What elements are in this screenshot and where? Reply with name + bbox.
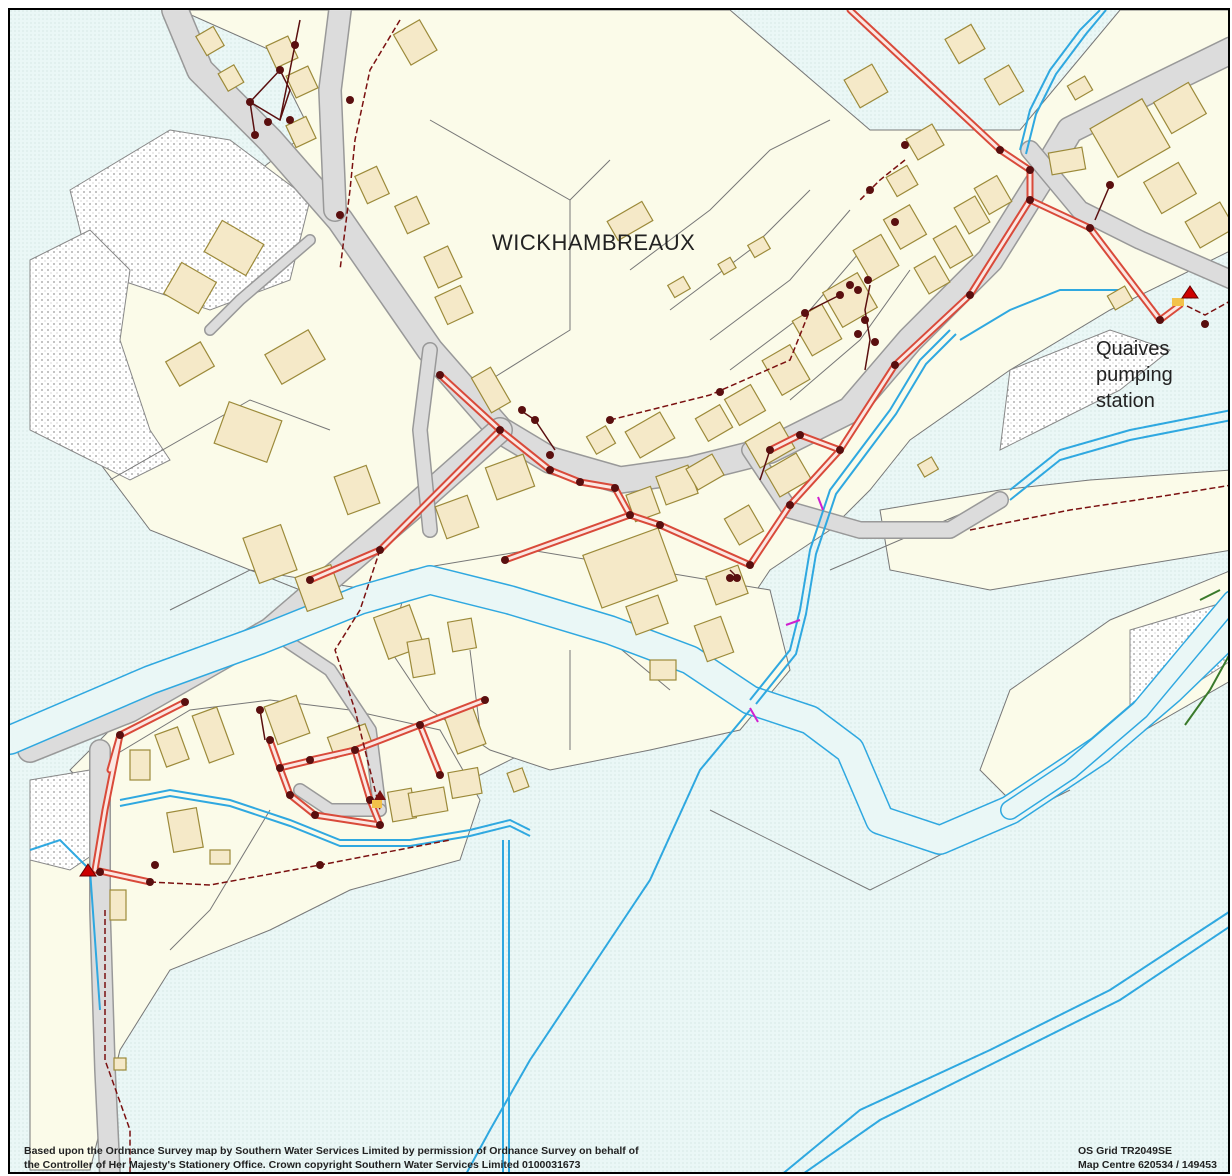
manholes [96, 41, 1209, 886]
map-canvas[interactable] [10, 10, 1230, 1174]
triangle-icon [374, 790, 386, 800]
triangle-icon [79, 863, 97, 877]
rising-mains [104, 19, 1228, 1172]
streams [29, 10, 1228, 1172]
grid-reference: OS Grid TR2049SE Map Centre 620534 / 149… [1078, 1145, 1217, 1171]
pumping-station-west[interactable] [79, 863, 97, 877]
place-label: WICKHAMBREAUX [492, 230, 696, 255]
hedgerow [1184, 589, 1228, 726]
sluice-markers [749, 496, 824, 723]
pumping-station-label: Quaives pumping station [1096, 338, 1173, 412]
pumping-station-quaives[interactable] [1172, 285, 1199, 306]
copyright-notice: Based upon the Ordnance Survey map by So… [24, 1145, 639, 1171]
buildings [109, 18, 1228, 1071]
triangle-icon [1181, 285, 1199, 299]
map-frame[interactable]: WICKHAMBREAUX Quaives pumping station Ba… [8, 8, 1230, 1174]
pumping-station-central[interactable] [372, 790, 386, 808]
